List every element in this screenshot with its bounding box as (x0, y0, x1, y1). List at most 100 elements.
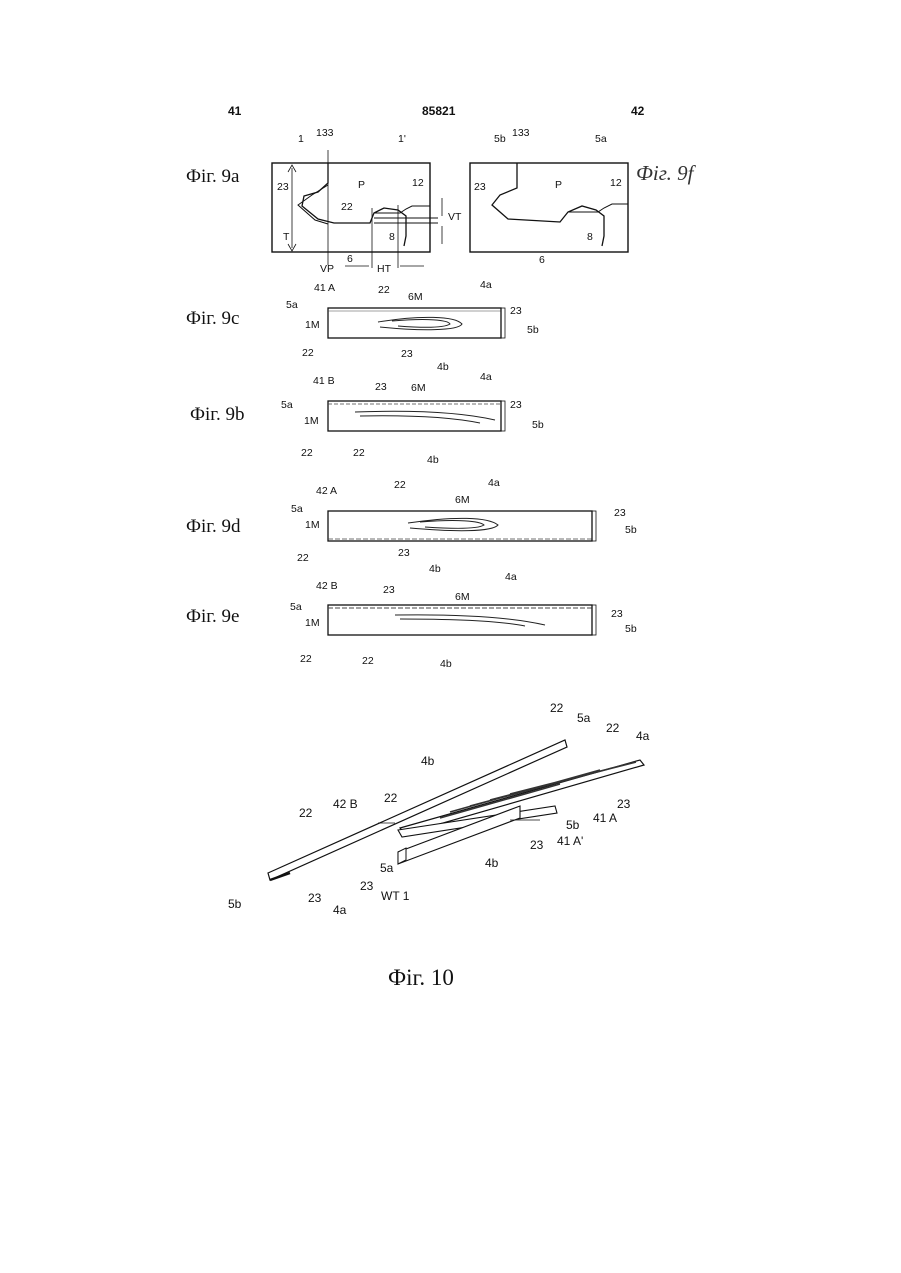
label-23-right: 23 (614, 507, 626, 519)
label-22-top: 22 (394, 479, 406, 491)
wood-grain (408, 518, 498, 530)
label-12: 12 (610, 177, 622, 189)
label-5a-top: 5a (577, 711, 591, 725)
label-1M: 1M (305, 519, 320, 531)
label-133: 133 (316, 127, 334, 139)
label-4a: 4a (488, 477, 500, 489)
label-5b-left: 5b (228, 897, 242, 911)
label-5a: 5a (290, 601, 302, 613)
label-23: 23 (474, 181, 486, 193)
panel-body (328, 511, 592, 541)
label-41A-prime: 41 A' (557, 834, 583, 848)
caption-fig9b: Фіг. 9b (190, 404, 244, 425)
figure-9d: Фіг. 9d 42 A 22 6M 4a 5a 23 1M 5b 22 23 … (186, 477, 637, 575)
label-22-left: 22 (301, 447, 313, 459)
label-1-prime: 1' (398, 133, 406, 145)
label-41A: 41 A (314, 282, 335, 294)
label-41A: 41 A (593, 811, 617, 825)
label-1M: 1M (305, 319, 320, 331)
label-23-top: 23 (375, 381, 387, 393)
label-23-top: 23 (383, 584, 395, 596)
label-22-left: 22 (300, 653, 312, 665)
label-5b-mid: 5b (566, 818, 580, 832)
caption-fig9c: Фіг. 9с (186, 308, 239, 329)
label-23c: 23 (308, 891, 322, 905)
label-12: 12 (412, 177, 424, 189)
label-22b: 22 (606, 721, 620, 735)
label-4b-mid: 4b (485, 856, 499, 870)
label-4b: 4b (429, 563, 441, 575)
label-6M: 6M (455, 591, 470, 603)
label-4a: 4a (480, 279, 492, 291)
label-22-bottom: 22 (353, 447, 365, 459)
label-6: 6 (347, 253, 353, 265)
label-22-bottom: 22 (362, 655, 374, 667)
label-22: 22 (341, 201, 353, 213)
caption-fig9d: Фіг. 9d (186, 516, 241, 537)
label-4b: 4b (427, 454, 439, 466)
figure-9f: Фіг. 9f 5b 133 5a 23 P 12 8 6 (470, 127, 697, 266)
label-23b: 23 (530, 838, 544, 852)
panel-body (328, 308, 501, 338)
label-23: 23 (277, 181, 289, 193)
label-42B: 42 B (333, 797, 358, 811)
figure-9e: Фіг. 9е 42 B 23 6M 4a 5a 23 1M 5b 22 22 … (186, 571, 637, 670)
caption-fig10: Фіг. 10 (388, 965, 454, 990)
label-5a: 5a (291, 503, 303, 515)
label-VP: VP (320, 263, 334, 275)
label-5b: 5b (532, 419, 544, 431)
label-1M: 1M (305, 617, 320, 629)
label-4a: 4a (505, 571, 517, 583)
label-22c: 22 (384, 791, 398, 805)
figure-9b: Фіг. 9b 41 B 23 6M 4a 5a 23 1M 5b 22 22 … (190, 371, 544, 466)
label-6M: 6M (411, 382, 426, 394)
label-4a-top: 4a (636, 729, 650, 743)
label-5a-mid: 5a (380, 861, 394, 875)
label-23-right: 23 (510, 399, 522, 411)
label-P: P (358, 179, 365, 191)
label-22-left: 22 (302, 347, 314, 359)
label-5b: 5b (527, 324, 539, 336)
caption-fig9a: Фіг. 9а (186, 166, 240, 187)
label-5a: 5a (286, 299, 298, 311)
figure-9a: Фіг. 9а 1 133 1' 23 22 P 12 VT T 8 6 VP … (186, 127, 462, 275)
label-5b: 5b (625, 623, 637, 635)
label-23-bottom: 23 (398, 547, 410, 559)
label-133: 133 (512, 127, 530, 139)
label-23d: 23 (360, 879, 374, 893)
label-23-right: 23 (510, 305, 522, 317)
label-41B: 41 B (313, 375, 335, 387)
label-4b: 4b (437, 361, 449, 373)
label-22d: 22 (299, 806, 313, 820)
label-23-right: 23 (611, 608, 623, 620)
wood-grain (378, 317, 462, 329)
label-42B: 42 B (316, 580, 338, 592)
label-42A: 42 A (316, 485, 337, 497)
panel-42B (268, 740, 567, 880)
label-23-bottom: 23 (401, 348, 413, 360)
label-VT: VT (448, 211, 462, 223)
label-8: 8 (389, 231, 395, 243)
wood-grain (395, 615, 545, 626)
figure-10: 22 5a 22 4a 4b 42 B 22 22 23 41 A 5b 23 … (228, 701, 650, 990)
figure-9c: Фіг. 9с 41 A 22 6M 4a 5a 23 1M 5b 22 23 … (186, 279, 539, 373)
label-4b: 4b (440, 658, 452, 670)
label-1: 1 (298, 133, 304, 145)
label-4a-bottom: 4a (333, 903, 347, 917)
label-4b-top: 4b (421, 754, 435, 768)
label-8: 8 (587, 231, 593, 243)
label-P: P (555, 179, 562, 191)
wood-grain (355, 411, 495, 423)
label-6: 6 (539, 254, 545, 266)
label-6M: 6M (408, 291, 423, 303)
label-5a: 5a (595, 133, 607, 145)
label-22-left: 22 (297, 552, 309, 564)
caption-fig9f: Фіг. 9f (636, 161, 697, 185)
label-T: T (283, 231, 290, 243)
caption-fig9e: Фіг. 9е (186, 606, 239, 627)
label-4a: 4a (480, 371, 492, 383)
label-5a: 5a (281, 399, 293, 411)
label-WT1: WT 1 (381, 889, 410, 903)
label-5b: 5b (494, 133, 506, 145)
